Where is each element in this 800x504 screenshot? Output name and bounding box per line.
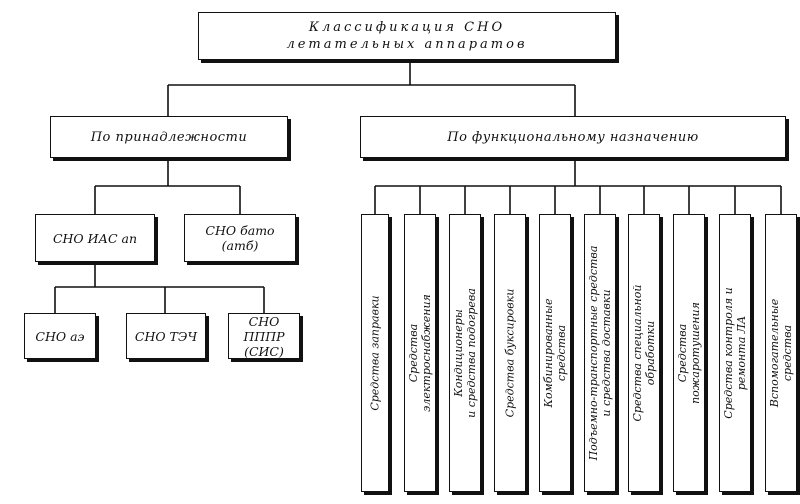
lifting-transport-means-line1: Подъемно-транспортные средства bbox=[587, 245, 600, 461]
sno-bato-box: СНО бато (атб) bbox=[184, 214, 296, 262]
control-repair-means-line2: ремонта ЛА bbox=[735, 315, 748, 391]
power-supply-means-line2: электроснабжения bbox=[420, 294, 433, 412]
special-treatment-means-line1: Средства специальной bbox=[631, 284, 644, 422]
special-treatment-means-line2: обработки bbox=[644, 320, 657, 386]
sno-tech-box: СНО ТЭЧ bbox=[126, 313, 206, 359]
combined-means-line2: средства bbox=[555, 324, 568, 382]
sno-bato-line2: (атб) bbox=[221, 238, 259, 253]
sno-ias-label: СНО ИАС ап bbox=[52, 230, 138, 246]
root-title-line1: Классификация СНО bbox=[308, 20, 506, 35]
sno-pppr-box: СНО ПППР (СИС) bbox=[228, 313, 300, 359]
power-supply-means-line1: Средства bbox=[407, 323, 420, 383]
sno-pppr-line1: СНО ПППР bbox=[243, 313, 285, 344]
air-conditioners-heating-line1: Кондиционеры bbox=[452, 309, 465, 397]
combined-means-line1: Комбинированные bbox=[542, 298, 555, 408]
by-function-label: По функциональному назначению bbox=[447, 129, 699, 145]
sno-ae-box: СНО аэ bbox=[24, 313, 96, 359]
by-ownership-label: По принадлежности bbox=[90, 129, 248, 145]
refueling-means-box: Средства заправки bbox=[361, 214, 389, 492]
sno-tech-label: СНО ТЭЧ bbox=[134, 328, 198, 344]
firefighting-means-line1: Средства bbox=[676, 323, 689, 383]
towing-means-line1: Средства буксировки bbox=[503, 288, 517, 418]
control-repair-means-line1: Средства контроля и bbox=[722, 287, 735, 419]
by-function-box: По функциональному назначению bbox=[360, 116, 786, 158]
root-title-line2: летательных аппаратов bbox=[286, 37, 528, 52]
sno-bato-line1: СНО бато bbox=[205, 223, 275, 238]
lifting-transport-means-line2: и средства доставки bbox=[600, 289, 613, 417]
sno-pppr-line2: (СИС) bbox=[244, 343, 284, 359]
air-conditioners-heating-line2: и средства подогрева bbox=[465, 288, 478, 418]
firefighting-means-line2: пожаротушения bbox=[689, 302, 702, 404]
towing-means-box: Средства буксировки bbox=[494, 214, 526, 492]
sno-ae-label: СНО аэ bbox=[35, 328, 85, 344]
auxiliary-means-line1: Вспомогательные bbox=[768, 298, 781, 408]
by-ownership-box: По принадлежности bbox=[50, 116, 288, 158]
auxiliary-means-line2: средства bbox=[781, 324, 794, 382]
refueling-means-line1: Средства заправки bbox=[368, 295, 382, 411]
root-classification-box: Классификация СНО летательных аппаратов bbox=[198, 12, 616, 60]
sno-ias-box: СНО ИАС ап bbox=[35, 214, 155, 262]
